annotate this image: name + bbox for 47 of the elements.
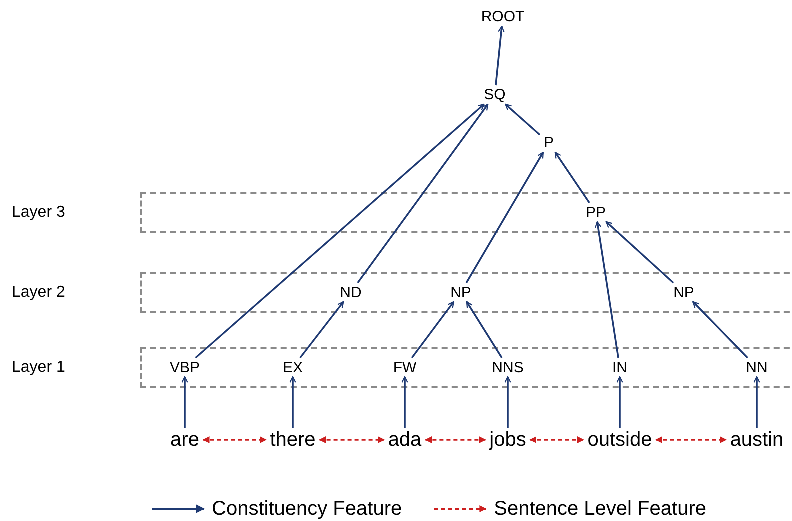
arrow (504, 376, 512, 428)
arrow (692, 301, 748, 359)
arrow (300, 301, 344, 359)
arrow (195, 104, 485, 359)
word: there (268, 430, 318, 450)
tag-label: EX (281, 360, 305, 375)
arrow (466, 152, 544, 284)
arrow (411, 301, 455, 359)
tag-label: NN (744, 360, 770, 375)
tag-label: IN (610, 360, 630, 375)
arrow (754, 376, 760, 428)
tag-label: ND (338, 285, 364, 300)
tag-label: ROOT (479, 10, 527, 24)
word: are (168, 430, 202, 450)
arrow (357, 104, 489, 284)
layer-label: Layer 1 (12, 358, 66, 378)
tag-label: PP (584, 205, 608, 220)
arrow (495, 26, 505, 86)
arrow (466, 301, 503, 358)
arrow (182, 376, 188, 428)
tag-label: SQ (482, 88, 508, 102)
arrow (319, 436, 386, 444)
tag-label: P (542, 136, 556, 150)
arrow (606, 221, 674, 284)
arrow (554, 152, 590, 204)
arrow (425, 436, 486, 444)
tag-label: NP (672, 285, 696, 300)
arrow (202, 436, 267, 444)
word: outside (586, 430, 654, 450)
legend-label: Constituency Feature (212, 497, 402, 521)
arrow (616, 376, 624, 428)
word: ada (386, 430, 424, 450)
tag-label: NNS (490, 360, 526, 375)
arrow (402, 376, 408, 428)
tag-label: VBP (168, 360, 202, 375)
word: austin (728, 430, 786, 450)
legend-label: Sentence Level Feature (494, 497, 706, 521)
arrow (595, 221, 620, 358)
tag-label: NP (448, 285, 474, 300)
arrow (290, 376, 296, 428)
tag-label: FW (391, 360, 419, 375)
layer-label: Layer 3 (12, 202, 66, 222)
layer-label: Layer 2 (12, 282, 66, 302)
arrow (505, 104, 541, 136)
word: jobs (488, 430, 528, 450)
arrow (656, 436, 728, 444)
arrow (530, 436, 584, 444)
